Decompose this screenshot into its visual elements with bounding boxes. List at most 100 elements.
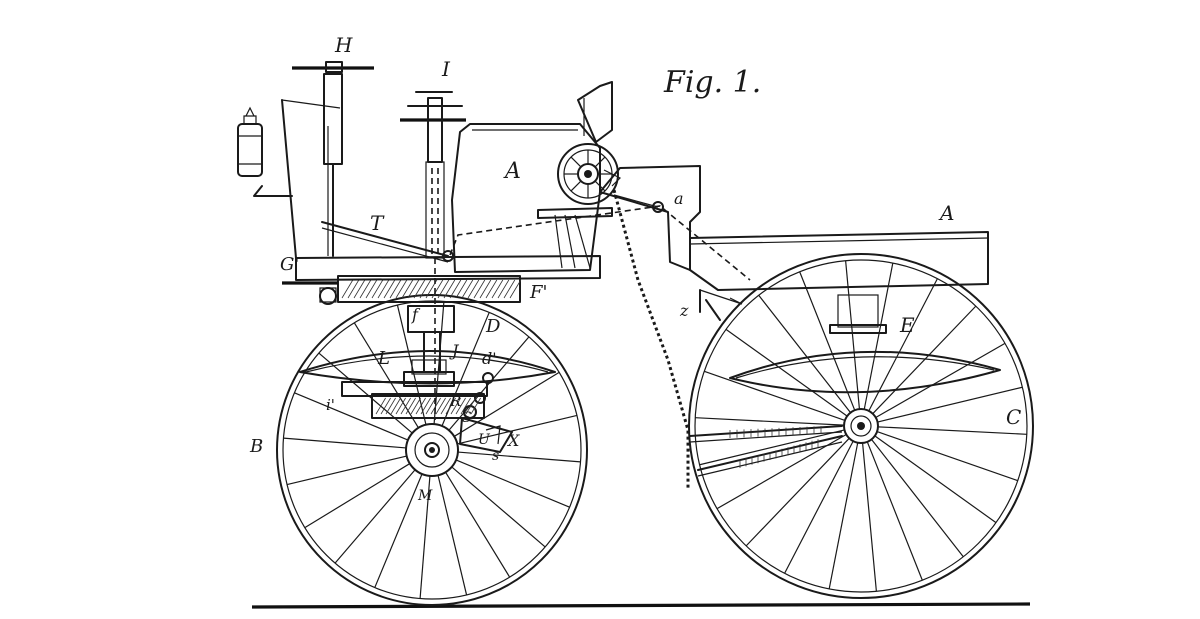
label-T: T [370,211,385,235]
front-wheel [688,253,1034,599]
chain-link-line [613,194,659,208]
spoke [570,180,582,192]
spoke [872,305,977,415]
label-s: s [492,448,499,464]
label-A-body: A [503,159,521,184]
hatch-line [419,279,432,299]
spoke [318,352,413,434]
steering-column-H [292,61,374,257]
spoke [871,439,964,558]
hatch-line [491,279,504,299]
hatch-line [461,279,474,299]
hatch-line [473,279,486,299]
spoke [283,437,407,449]
front-drive-rods [689,425,843,477]
mechanism-hatching [375,397,481,415]
label-M: M [417,488,433,504]
spoke [866,441,923,581]
hatch-line [405,397,416,415]
spoke [445,471,511,578]
hatch-line [449,279,462,299]
hatch-line [455,397,466,415]
label-f: f [411,305,421,324]
rod-hatching [729,426,822,468]
spoke [861,442,877,592]
spoke [699,429,845,466]
hatch-line [485,279,498,299]
spoke [845,260,861,410]
hatch-line [389,279,402,299]
figure-title: Fig. 1. [663,65,761,100]
spoke [457,451,581,463]
spoke [863,262,894,410]
hatch-line [415,397,426,415]
hatch-line [467,279,480,299]
hatch-line [380,397,391,415]
chain-pivot-a [652,201,664,213]
control-column-I [400,91,466,420]
hatch-line [435,397,446,415]
rear-elliptic-spring [299,350,556,385]
label-A-frame: A [938,201,954,225]
label-L: L [377,348,390,369]
hatch-line [395,397,406,415]
hatch-line [503,279,516,299]
drive-chain [612,189,690,490]
hatch-line [497,279,510,299]
hatch-line [347,279,360,299]
hatch-line [465,397,476,415]
spoke [745,437,850,547]
hatch-line [390,397,401,415]
label-d1: d' [482,349,497,368]
spoke [353,322,419,429]
hatch-line [425,397,436,415]
hatch-line [383,279,396,299]
hatch-line [420,397,431,415]
hatch-line [353,279,366,299]
hatch-line [440,397,451,415]
hatch-line [431,279,444,299]
label-i1: i' [326,396,335,414]
spoke [570,156,582,168]
spoke [594,156,606,168]
spoke [716,433,847,510]
hatch-line [365,279,378,299]
spoke [457,414,578,445]
spoke [437,475,468,596]
label-a: a [674,189,684,208]
hatch-line [479,279,492,299]
label-D: D [485,316,501,337]
rear-wheel [276,294,588,606]
hatch-line [455,279,468,299]
hatch-line [395,279,408,299]
spoke [704,370,846,421]
hatch-line [400,397,411,415]
hatch-line [410,397,421,415]
spoke [374,473,423,588]
dashed-linkage [449,205,751,281]
chassis-frame [282,165,989,321]
spoke [419,475,431,599]
label-U: U [478,432,491,448]
label-S: S [462,410,472,426]
label-F: F' [529,282,547,303]
spoke [453,371,560,437]
spoke [874,435,997,524]
hatch-line [445,397,456,415]
hatch-line [385,397,396,415]
spoke [877,426,1027,435]
front-wheel-spokes [695,260,1027,592]
hatch-line [430,397,441,415]
hatch-line [413,279,426,299]
hatch-line [407,279,420,299]
spoke [695,417,845,426]
spoke [876,431,1018,482]
spoke [868,278,938,412]
hatch-line [437,279,450,299]
lever-T [321,221,454,263]
rear-drive-mechanism [341,305,513,453]
label-E: E [899,313,915,337]
spoke [304,463,411,529]
spoke [725,328,848,417]
